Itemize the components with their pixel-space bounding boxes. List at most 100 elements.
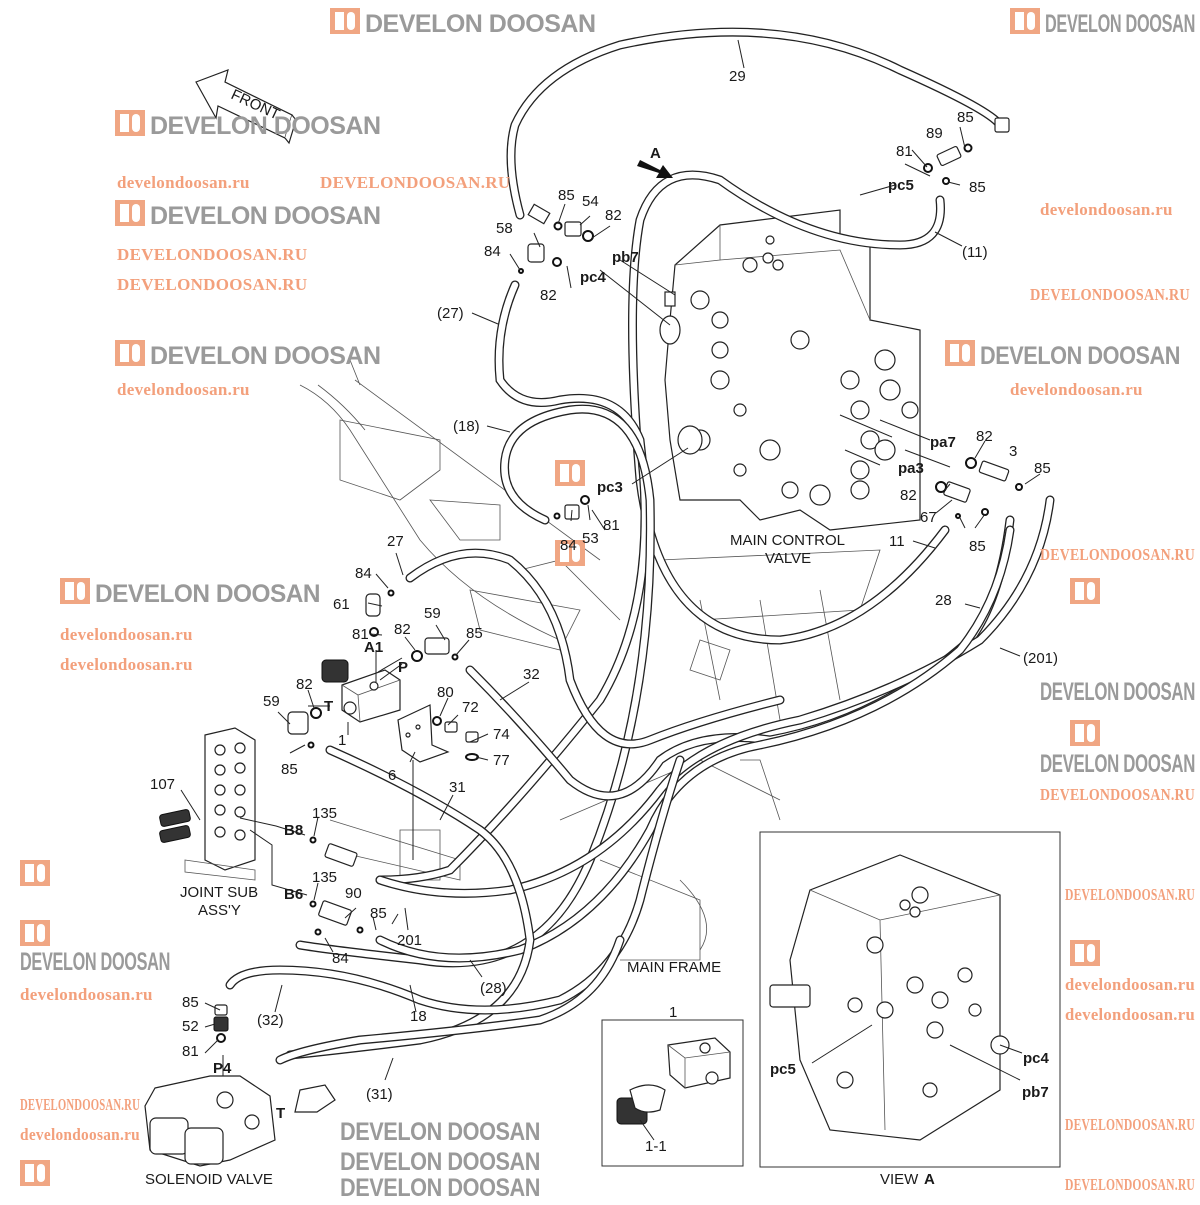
port-p4: P4 xyxy=(213,1060,232,1077)
watermark-url: DEVELONDOOSAN.RU xyxy=(1040,785,1195,804)
watermark-url: DEVELONDOOSAN.RU xyxy=(1040,545,1195,564)
callout-6: 6 xyxy=(388,767,396,784)
callout-3: 3 xyxy=(1009,443,1017,460)
develon-logo-icon xyxy=(20,1160,50,1186)
callout-89: 89 xyxy=(926,125,943,142)
develon-logo-icon xyxy=(1010,8,1040,34)
develon-logo-icon xyxy=(115,200,145,226)
callout-82: 82 xyxy=(540,287,557,304)
develon-logo-icon xyxy=(1070,578,1100,604)
port-b6: B6 xyxy=(284,886,303,903)
watermark-row-5: DEVELON DOOSAN DEVELON DOOSAN DEVELON DO… xyxy=(20,460,1195,1202)
callout-32: 32 xyxy=(523,666,540,683)
callout-74: 74 xyxy=(493,726,510,743)
watermark-brand: DEVELON DOOSAN xyxy=(20,948,170,976)
callout-18: 18 xyxy=(410,1008,427,1025)
watermark-brand: DEVELON DOOSAN xyxy=(1040,678,1195,706)
view-port-pc5: pc5 xyxy=(770,1061,796,1078)
callout-80: 80 xyxy=(437,684,454,701)
watermark-url: develondoosan.ru xyxy=(1010,380,1143,399)
port-b8: B8 xyxy=(284,822,303,839)
callout-61: 61 xyxy=(333,596,350,613)
port-pa7: pa7 xyxy=(930,434,956,451)
callout-84: 84 xyxy=(484,243,501,260)
port-t-solenoid: T xyxy=(276,1105,285,1122)
callout-52: 52 xyxy=(182,1018,199,1035)
view-a-caption: VIEW xyxy=(880,1171,919,1188)
callout-82: 82 xyxy=(900,487,917,504)
watermark-brand: DEVELON DOOSAN xyxy=(980,342,1180,370)
callout-18-ref: (18) xyxy=(453,418,480,435)
develon-logo-icon xyxy=(60,578,90,604)
joint-sub-assembly-caption-line2: ASS'Y xyxy=(198,902,241,919)
port-pa3: pa3 xyxy=(898,460,924,477)
callout-85: 85 xyxy=(182,994,199,1011)
watermark-url: DEVELONDOOSAN.RU xyxy=(1065,885,1195,904)
port-labels: pb7 pc4 pc5 pc3 pa7 pa3 A1 P T B8 B6 P4 … xyxy=(213,177,1050,1122)
callout-201-ref: (201) xyxy=(1023,650,1058,667)
solenoid-valve-caption: SOLENOID VALVE xyxy=(145,1171,273,1188)
port-pc3: pc3 xyxy=(597,479,623,496)
develon-logo-icon xyxy=(115,110,145,136)
callout-85: 85 xyxy=(370,905,387,922)
callout-82: 82 xyxy=(976,428,993,445)
watermark-url: develondoosan.ru xyxy=(1065,975,1195,994)
view-a-caption-letter: A xyxy=(924,1171,935,1188)
main-control-valve-caption-line2: VALVE xyxy=(765,550,811,567)
callout-84: 84 xyxy=(355,565,372,582)
watermark-brand: DEVELON DOOSAN xyxy=(150,342,381,370)
watermark-url: develondoosan.ru xyxy=(117,173,250,192)
callout-81: 81 xyxy=(352,626,369,643)
inset-view-a xyxy=(759,831,1061,1168)
watermark-url: develondoosan.ru xyxy=(1065,1005,1195,1024)
callout-28: 28 xyxy=(935,592,952,609)
view-port-pc4: pc4 xyxy=(1023,1050,1050,1067)
callout-54: 54 xyxy=(582,193,599,210)
port-pc4: pc4 xyxy=(580,269,607,286)
callout-1-inset: 1 xyxy=(669,1004,677,1021)
callout-27-ref: (27) xyxy=(437,305,464,322)
leader-lines xyxy=(180,39,1041,1081)
view-a-marker: A xyxy=(637,145,673,178)
port-pb7: pb7 xyxy=(612,249,639,266)
solenoid-valve-body xyxy=(144,1075,336,1167)
callout-27: 27 xyxy=(387,533,404,550)
port-p: P xyxy=(398,659,408,676)
joint-sub-assembly-caption: JOINT SUB xyxy=(180,884,258,901)
callout-85: 85 xyxy=(969,538,986,555)
develon-logo-icon xyxy=(20,920,50,946)
callout-82: 82 xyxy=(605,207,622,224)
callout-77: 77 xyxy=(493,752,510,769)
callout-81: 81 xyxy=(896,143,913,160)
port-pc5: pc5 xyxy=(888,177,914,194)
watermark-brand: DEVELON DOOSAN xyxy=(340,1148,540,1176)
callout-28-ref: (28) xyxy=(480,980,507,997)
callout-82: 82 xyxy=(296,676,313,693)
develon-logo-icon xyxy=(555,540,585,566)
develon-logo-icon xyxy=(115,340,145,366)
main-control-valve-caption: MAIN CONTROL xyxy=(730,532,845,549)
callout-81: 81 xyxy=(603,517,620,534)
callout-1-1: 1-1 xyxy=(645,1138,667,1155)
callout-67: 67 xyxy=(920,509,937,526)
fittings xyxy=(213,117,1023,1043)
joint-sub-assembly xyxy=(159,727,256,881)
callout-29: 29 xyxy=(729,68,746,85)
callout-85: 85 xyxy=(281,761,298,778)
watermark-url: DEVELONDOOSAN.RU xyxy=(117,275,307,294)
watermark-brand: DEVELON DOOSAN xyxy=(95,580,320,608)
callout-135: 135 xyxy=(312,805,337,822)
callout-82: 82 xyxy=(394,621,411,638)
develon-logo-icon xyxy=(1070,720,1100,746)
watermark-brand: DEVELON DOOSAN xyxy=(150,112,381,140)
watermark-url: develondoosan.ru xyxy=(60,655,193,674)
callout-31-ref: (31) xyxy=(366,1086,393,1103)
watermarks: DEVELON DOOSAN DEVELON DOOSAN DEVELON DO… xyxy=(20,8,1196,1202)
main-frame-caption: MAIN FRAME xyxy=(627,959,721,976)
watermark-url: DEVELONDOOSAN.RU xyxy=(320,173,510,192)
watermark-row-1: DEVELON DOOSAN DEVELON DOOSAN DEVELON DO… xyxy=(115,8,1196,304)
watermark-url: DEVELONDOOSAN.RU xyxy=(1065,1115,1195,1134)
watermark-url: develondoosan.ru xyxy=(117,380,250,399)
develon-logo-icon xyxy=(20,860,50,886)
